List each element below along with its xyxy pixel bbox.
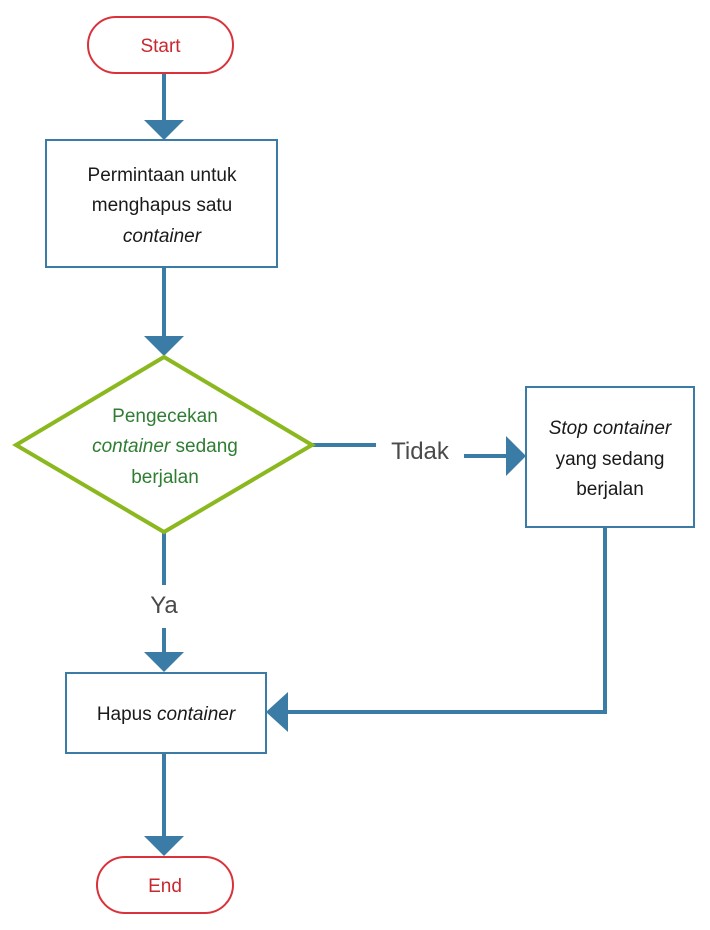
end-shape	[96, 856, 234, 914]
delete-shape	[65, 672, 267, 754]
arrowheads	[144, 120, 526, 856]
request-line-2: menghapus satu	[92, 195, 233, 216]
decision-line-2-italic: container	[92, 436, 171, 457]
edge-label-no: Tidak	[391, 438, 450, 465]
edge-label-yes: Ya	[150, 592, 178, 619]
end-label: End	[148, 876, 182, 897]
decision-line-2: container sedang	[92, 436, 238, 457]
request-node: Permintaan untuk menghapus satu containe…	[45, 139, 278, 268]
end-node: End	[96, 856, 234, 914]
request-line-1: Permintaan untuk	[88, 165, 237, 186]
stop-line-2: yang sedang	[556, 449, 665, 470]
request-line-3: container	[123, 226, 202, 247]
stop-node: Stop container yang sedang berjalan	[525, 386, 695, 528]
delete-node: Hapus container	[65, 672, 267, 754]
decision-line-3: berjalan	[131, 467, 199, 488]
arrowhead-into-delete	[144, 652, 184, 672]
delete-label-italic: container	[157, 704, 236, 725]
delete-label-plain: Hapus	[97, 704, 157, 725]
decision-line-2-rest: sedang	[170, 436, 238, 457]
request-shape	[45, 139, 278, 268]
stop-line-1: Stop container	[549, 418, 672, 439]
arrowhead-into-end	[144, 836, 184, 856]
arrowhead-into-request	[144, 120, 184, 140]
start-shape	[87, 16, 234, 74]
arrowhead-into-stop	[506, 436, 526, 476]
arrowhead-into-delete-from-stop	[266, 692, 288, 732]
stop-shape	[525, 386, 695, 528]
arrowhead-into-decision	[144, 336, 184, 356]
decision-line-1: Pengecekan	[112, 406, 218, 427]
stop-line-3: berjalan	[576, 479, 644, 500]
decision-node: Pengecekan container sedang berjalan	[12, 354, 316, 535]
decision-shape	[12, 354, 316, 535]
connector-stop-to-delete	[286, 524, 607, 714]
delete-label: Hapus container	[97, 704, 236, 725]
connectors	[162, 74, 607, 838]
start-node: Start	[87, 16, 234, 74]
start-label: Start	[140, 36, 181, 57]
